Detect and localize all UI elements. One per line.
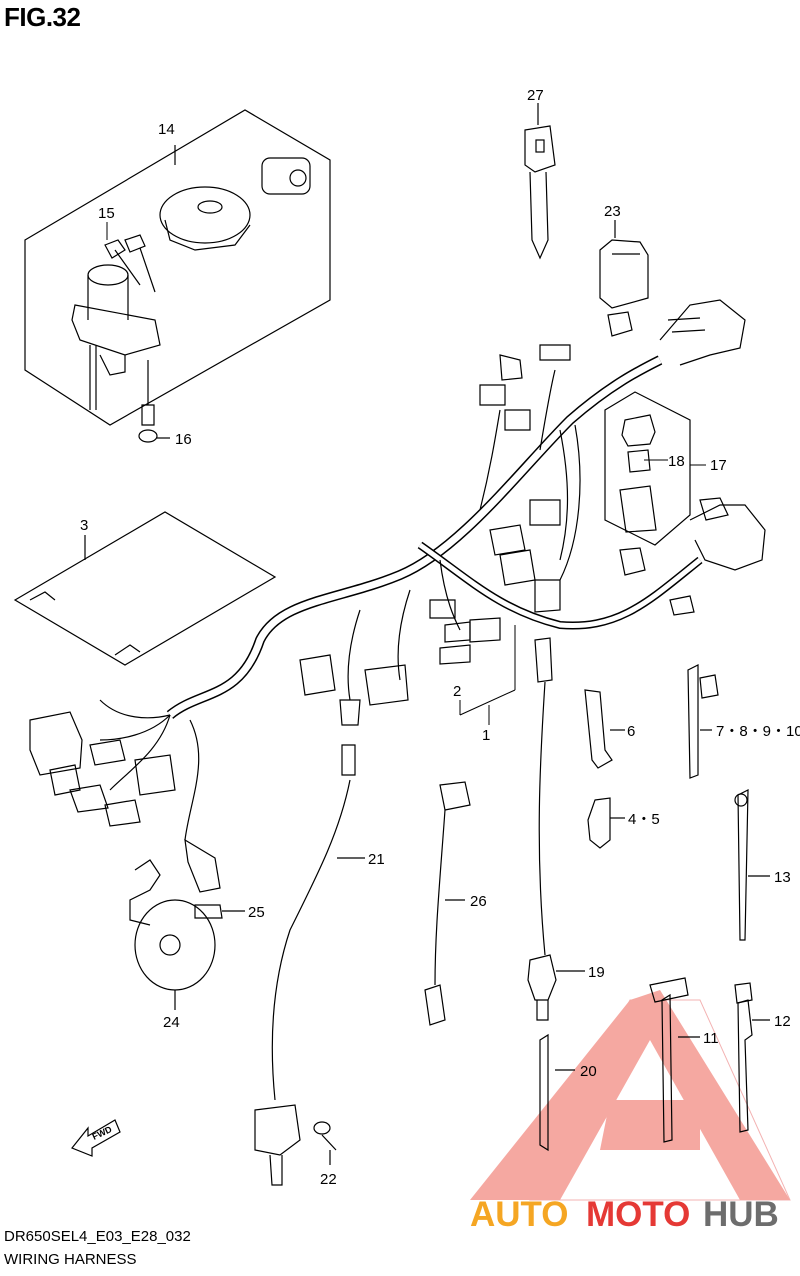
callout-7-10: 7・8・9・10 [716, 723, 800, 740]
callout-21: 21 [368, 851, 385, 868]
part-19-sensor [527, 637, 585, 1152]
callout-6: 6 [627, 723, 635, 740]
callout-4-5: 4・5 [628, 811, 660, 828]
callout-24: 24 [163, 1014, 180, 1031]
callout-14: 14 [158, 121, 175, 138]
callout-2: 2 [453, 683, 461, 700]
part-3-manual [13, 511, 277, 666]
part-14-group [24, 109, 331, 426]
part-23-relay [599, 220, 649, 337]
callout-18: 18 [668, 453, 685, 470]
fwd-arrow: FWD [71, 1119, 121, 1157]
callout-lines-1-2 [459, 625, 516, 725]
callout-labels: 1 2 3 4・5 6 7・8・9・10 11 12 13 14 15 16 1… [80, 87, 800, 1188]
parts-11-12 [649, 977, 770, 1143]
part-24-horn [129, 859, 245, 1010]
callout-22: 22 [320, 1171, 337, 1188]
part-22-screw [313, 1121, 337, 1165]
callout-1: 1 [482, 727, 490, 744]
callout-17: 17 [710, 457, 727, 474]
callout-19: 19 [588, 964, 605, 981]
watermark-text-hub: HUB [703, 1195, 779, 1234]
callout-27: 27 [527, 87, 544, 104]
callout-15: 15 [98, 205, 115, 222]
callout-12: 12 [774, 1013, 791, 1030]
leader-lines [106, 222, 706, 466]
callout-13: 13 [774, 869, 791, 886]
parts-clamps [584, 689, 625, 849]
figure-title: FIG.32 [4, 2, 81, 32]
part-26-sensor [424, 781, 471, 1026]
callout-3: 3 [80, 517, 88, 534]
watermark-text-moto: MOTO [586, 1195, 690, 1234]
part-16-bolt [138, 360, 170, 443]
callout-16: 16 [175, 431, 192, 448]
part-21-lead [254, 744, 365, 1186]
figure-code: DR650SEL4_E03_E28_032 [4, 1228, 191, 1245]
callout-20: 20 [580, 1063, 597, 1080]
part-17-fuse-box [604, 391, 691, 546]
callout-26: 26 [470, 893, 487, 910]
watermark-logo [470, 990, 791, 1201]
callout-11: 11 [703, 1030, 719, 1047]
callout-23: 23 [604, 203, 621, 220]
parts-ties [687, 664, 770, 941]
callout-25: 25 [248, 904, 265, 921]
part-27-key [524, 103, 556, 260]
watermark-text-auto: AUTO [470, 1195, 569, 1234]
watermark-text: AUTO MOTO HUB [470, 1195, 779, 1234]
main-harness [29, 299, 766, 893]
figure-caption: WIRING HARNESS [4, 1251, 137, 1268]
